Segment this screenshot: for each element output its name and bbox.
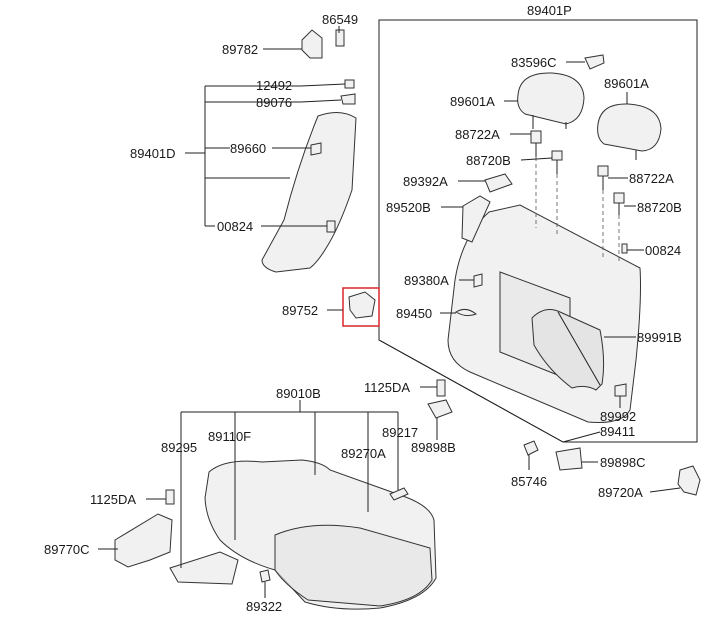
label-89782: 89782: [222, 42, 258, 57]
label-1125da-bottom: 1125DA: [90, 492, 136, 507]
seat-cushion-front: [274, 524, 433, 607]
label-00824-right: 00824: [645, 243, 681, 258]
label-89601a-right: 89601A: [604, 76, 649, 91]
part-1125da-top: [436, 379, 446, 397]
label-89076: 89076: [256, 95, 292, 110]
part-89110f-bracket: [169, 551, 239, 585]
label-12492: 12492: [256, 78, 292, 93]
label-83596c: 83596C: [511, 55, 557, 70]
guide-88722a-left: [530, 130, 542, 144]
armrest: [531, 309, 605, 391]
part-89217: [389, 487, 409, 501]
label-89392a: 89392A: [403, 174, 448, 189]
label-89322: 89322: [246, 599, 282, 614]
part-1125da-bottom: [165, 489, 175, 505]
clip-89782: [301, 29, 323, 59]
label-89401p: 89401P: [527, 3, 572, 18]
part-89520b: [461, 195, 491, 243]
guide-88720b-left: [551, 150, 563, 161]
label-86549: 86549: [322, 12, 358, 27]
clip-12492: [344, 79, 355, 89]
part-89322: [259, 569, 271, 583]
label-89601a-left: 89601A: [450, 94, 495, 109]
label-1125da-top: 1125DA: [364, 380, 410, 395]
part-89992: [614, 383, 627, 397]
guide-88720b-right: [613, 192, 625, 204]
label-89010b: 89010B: [276, 386, 321, 401]
label-89450: 89450: [396, 306, 432, 321]
label-89991b: 89991B: [637, 330, 682, 345]
clip-89076: [340, 93, 356, 105]
label-89380a: 89380A: [404, 273, 449, 288]
label-00824-left: 00824: [217, 219, 253, 234]
highlight-box-89752: [342, 287, 380, 327]
bolt-86549: [335, 29, 345, 47]
part-00824-right: [621, 243, 628, 254]
label-88722a-right: 88722A: [629, 171, 674, 186]
leader-89076: [300, 99, 342, 103]
label-89217: 89217: [382, 425, 418, 440]
label-89992: 89992: [600, 409, 636, 424]
part-89380a: [473, 273, 483, 288]
label-89411: 89411: [600, 424, 635, 439]
leader-89720a: [649, 487, 681, 493]
label-89660: 89660: [230, 141, 266, 156]
part-89720a: [677, 465, 701, 496]
label-89270a: 89270A: [341, 446, 386, 461]
headrest-left: [517, 72, 585, 125]
leader-89411: [562, 431, 601, 443]
label-89898c: 89898C: [600, 455, 646, 470]
label-89520b: 89520B: [386, 200, 431, 215]
side-bolster: [261, 112, 357, 273]
guide-83596c: [584, 54, 605, 70]
guide-88722a-right: [597, 165, 609, 177]
label-89295: 89295: [161, 440, 197, 455]
part-89898c: [555, 447, 583, 471]
part-89770c: [114, 513, 173, 568]
part-89450: [455, 308, 477, 317]
clip-89660: [310, 142, 322, 156]
headrest-right: [597, 103, 662, 152]
leader-12492: [300, 83, 346, 87]
label-89752: 89752: [282, 303, 318, 318]
label-89401d: 89401D: [130, 146, 176, 161]
label-89720a: 89720A: [598, 485, 643, 500]
label-85746: 85746: [511, 474, 547, 489]
seatback-frame-diagonal: [378, 339, 564, 443]
label-88720b-left: 88720B: [466, 153, 511, 168]
label-89110f: 89110F: [208, 429, 251, 444]
leader-88720b-left: [520, 157, 553, 161]
armrest-line: [557, 311, 601, 386]
label-89770c: 89770C: [44, 542, 90, 557]
part-89392a: [484, 173, 513, 193]
part-89752: [348, 291, 376, 319]
label-88722a-left: 88722A: [455, 127, 500, 142]
label-88720b-right: 88720B: [637, 200, 682, 215]
pin-00824-left: [326, 220, 336, 233]
label-89898b: 89898B: [411, 440, 456, 455]
part-89898b: [427, 399, 453, 419]
part-85746: [523, 440, 539, 456]
